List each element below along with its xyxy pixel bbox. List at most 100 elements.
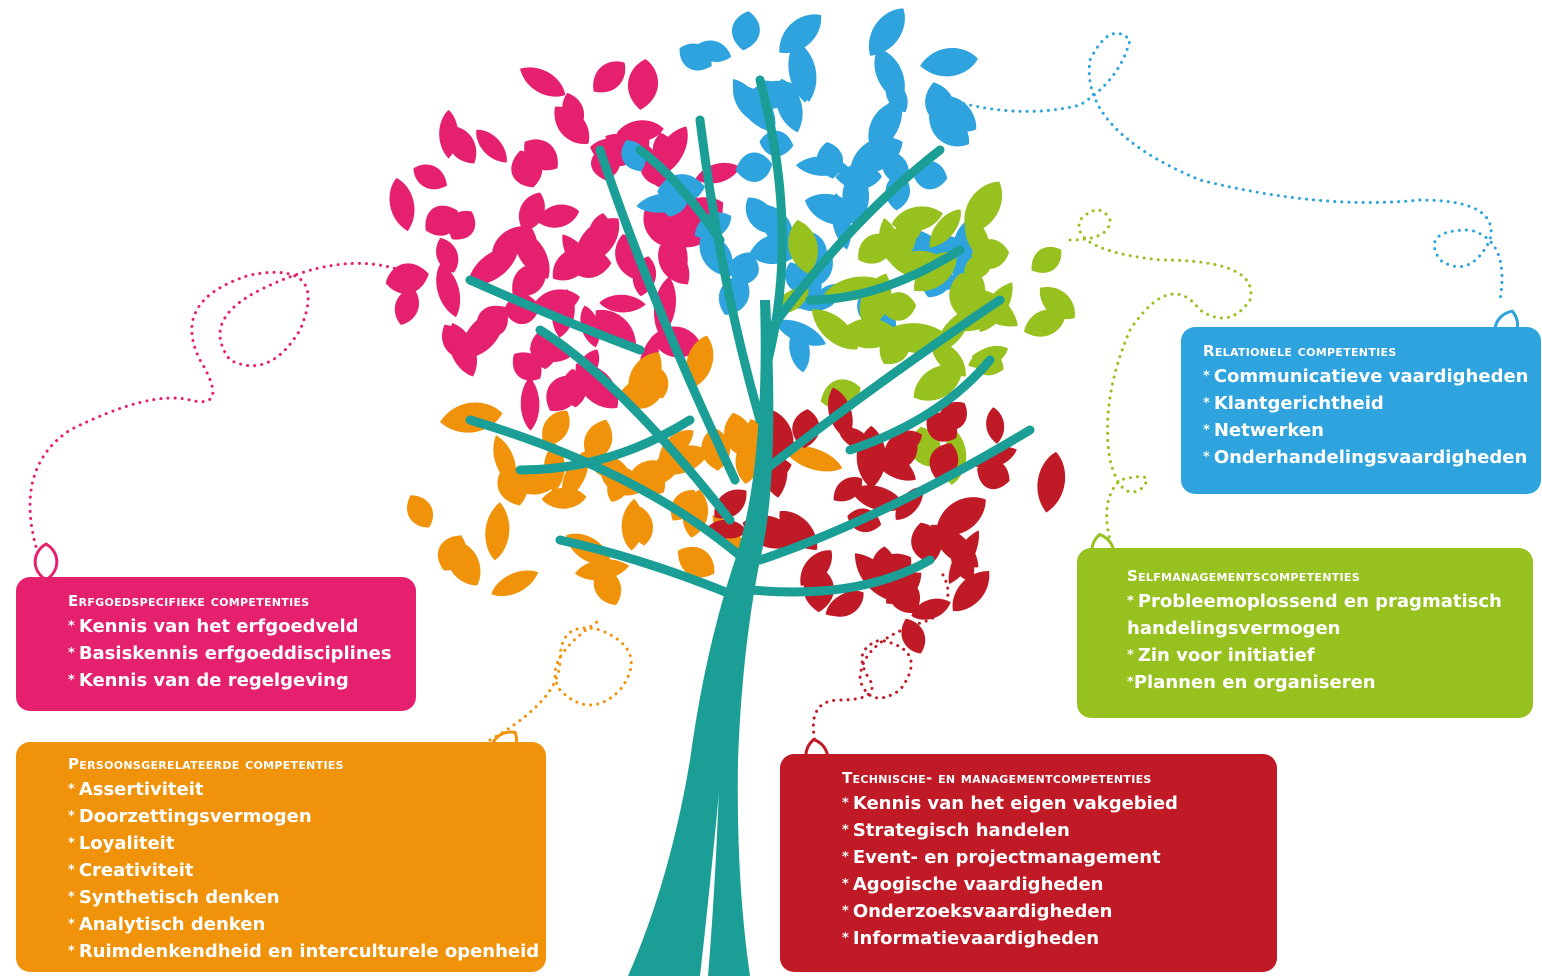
leaf-shape [833, 477, 863, 502]
leaf-shape [389, 178, 415, 232]
trunk-extension [708, 560, 760, 976]
tag-leaf-outline [33, 542, 59, 582]
erfgoedspecifieke-competenties-box: Erfgoedspecifieke competenties Kennis va… [16, 577, 416, 711]
list-item: Netwerken [1203, 417, 1523, 444]
relationele-list: Communicatieve vaardigheden Klantgericht… [1203, 363, 1529, 471]
trunk-base [628, 300, 774, 976]
leaf-shape [677, 546, 715, 578]
list-item: Loyaliteit [68, 830, 528, 857]
leaf-shape [436, 263, 460, 318]
leaf-shape [467, 246, 520, 286]
leaf-shape [627, 59, 658, 110]
leaf-shape [788, 220, 818, 274]
leaf-shape [732, 78, 769, 132]
orange-dotted-trail [488, 618, 633, 742]
technische-title: Technische- en managementcompetenties [842, 769, 1152, 787]
list-item: Strategisch handelen [842, 817, 1259, 844]
leaf-shape [394, 287, 419, 325]
relationele-title: Relationele competenties [1203, 342, 1397, 360]
leaf-shape [868, 102, 899, 154]
leaf-shape [679, 43, 712, 71]
tree-trunk [628, 300, 774, 976]
selfmanagementscompetenties-box: Selfmanagementscompetenties Probleemoplo… [1077, 548, 1533, 718]
list-item: Onderhandelingsvaardigheden [1203, 444, 1527, 471]
leaf-shape [595, 309, 637, 349]
leaf-shape [524, 139, 558, 171]
leaf-shape [920, 48, 978, 77]
leaf-shape [437, 535, 467, 571]
leaf-shape [939, 401, 967, 431]
list-item: Basiskennis erfgoeddisciplines [68, 640, 398, 667]
list-item: Kennis van het erfgoedveld [68, 613, 398, 640]
leaf-shape [588, 213, 611, 253]
leaf-shape [891, 206, 943, 232]
leaf-shape [407, 495, 433, 528]
leaf-shape [554, 106, 590, 144]
leaf-shape [732, 11, 760, 51]
selfmanagement-title: Selfmanagementscompetenties [1127, 567, 1360, 585]
leaf-shape [461, 310, 505, 359]
leaf-shape [929, 209, 961, 248]
leaf-shape [913, 364, 963, 401]
leaf-shape [879, 218, 900, 266]
leaf-shape [621, 498, 644, 551]
leaf-shape [854, 553, 897, 602]
leaf-shape [520, 376, 540, 431]
leaf-shape [520, 67, 566, 97]
leaf-shape [536, 204, 580, 228]
leaf-shape [517, 220, 538, 268]
branch-line [765, 145, 945, 335]
list-item: Agogische vaardigheden [842, 871, 1259, 898]
leaf-shape [497, 464, 529, 506]
leaf-shape [789, 325, 810, 373]
list-item: Informatievaardigheden [842, 925, 1259, 952]
persoonsgerelateerde-list: Assertiviteit Doorzettingsvermogen Loyal… [68, 776, 539, 965]
branch-line [535, 325, 735, 525]
blue-dotted-trail [948, 31, 1504, 302]
leaf-shape [729, 252, 759, 286]
leaf-shape [631, 460, 676, 485]
leaf-shape [874, 48, 905, 102]
leaf-shape [775, 78, 803, 133]
list-item: Communicatieve vaardigheden [1203, 363, 1529, 390]
leaf-shape [965, 215, 990, 262]
leaf-shape [491, 570, 539, 597]
leaf-shape [485, 502, 510, 561]
list-item: Analytisch denken [68, 911, 528, 938]
leaf-shape [476, 129, 507, 163]
list-item: Zin voor initiatief [1127, 642, 1515, 669]
dotted-trails [28, 31, 1504, 762]
leaf-shape [575, 363, 619, 409]
leaf-shape [950, 544, 975, 583]
leaf-shape [439, 109, 459, 159]
leaf-shape [783, 446, 843, 472]
leaf-shape [643, 363, 669, 399]
list-item: Kennis van het eigen vakgebied [842, 790, 1259, 817]
leaf-shape [911, 522, 942, 564]
leaf-shape [566, 247, 612, 278]
branch-line [555, 535, 750, 605]
branch-line [845, 355, 995, 455]
branch-line [595, 145, 740, 485]
list-item: Doorzettingsvermogen [68, 803, 528, 830]
leaf-shape [835, 164, 882, 190]
leaf-shape [583, 419, 613, 462]
list-item: Ruimdenkendheid en interculturele openhe… [68, 938, 539, 965]
leaf-shape [1037, 451, 1066, 513]
persoonsgerelateerde-competenties-box: Persoonsgerelateerde competenties Assert… [16, 742, 546, 972]
selfmanagement-list: Probleemoplossend en pragmatisch handeli… [1127, 588, 1515, 696]
leaf-shape [413, 164, 447, 190]
leaf-shape [795, 156, 849, 176]
leaf-shape [879, 331, 910, 365]
leaf-shape [686, 335, 714, 389]
leaf-shape [385, 263, 429, 294]
red-dotted-trail [811, 568, 950, 762]
leaf-shape [512, 352, 542, 381]
leaf-shape [512, 264, 546, 296]
leaf-shape [869, 448, 916, 481]
leaf-shape [546, 375, 579, 412]
branch-line [805, 245, 965, 305]
leaf-shape [850, 137, 903, 173]
leaf-shape [654, 276, 676, 338]
